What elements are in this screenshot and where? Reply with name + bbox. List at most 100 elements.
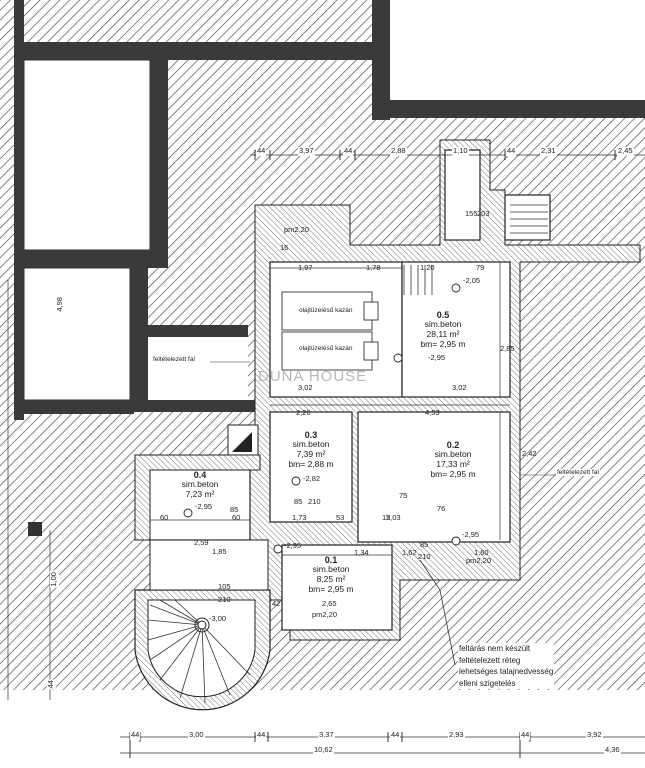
level-label: -3,00	[209, 614, 227, 623]
stair-steps-top	[403, 204, 548, 295]
room-height: bm= 2,95 m	[430, 468, 476, 479]
dimension-label: 1,97	[298, 263, 313, 272]
level-label: -2,05	[463, 276, 481, 285]
dimension-label: 44	[506, 146, 517, 156]
dimension-label: 3,37	[318, 730, 335, 740]
room-01-label: 0.1 sim.beton 8,25 m² bm= 2,95 m	[296, 555, 366, 595]
bottom-margin	[0, 690, 645, 768]
dimension-label: 44	[130, 730, 141, 740]
dimension-label: 2,26	[296, 408, 311, 417]
dimension-label: 53	[336, 513, 345, 522]
dimension-label: 76	[437, 504, 446, 513]
level-symbols	[183, 283, 461, 630]
pm-marker: pm2,20	[312, 610, 338, 619]
dimension-label: 44	[520, 730, 531, 740]
dimension-label: 1,60	[474, 548, 489, 557]
room-number: 0.1	[324, 555, 338, 565]
room-height: bm= 2,95 m	[420, 338, 466, 349]
room-05-label: 0.5 sim.beton 28,11 m² bm= 2,95 m	[408, 310, 478, 350]
triangle-marker	[232, 432, 252, 452]
spiral-stair	[134, 539, 271, 711]
dimension-label: 1,78	[366, 263, 381, 272]
dimension-label: 15	[382, 513, 391, 522]
upper-existing-walls	[14, 0, 645, 420]
dimension-label: 2,45	[617, 146, 634, 156]
note-line: elleni szigetelés	[459, 678, 516, 688]
dimension-label: 2,88	[390, 146, 407, 156]
room-number: 0.3	[304, 430, 318, 440]
dimension-label: 10,62	[313, 745, 334, 755]
dimension-label: 2,42	[522, 449, 537, 458]
room-floor: sim.beton	[434, 449, 472, 460]
boiler-label: olajtüzelésű kazán	[298, 345, 354, 353]
room-area: 8,25 m²	[316, 574, 346, 585]
dimension-label: 1,73	[292, 513, 307, 522]
room-number: 0.2	[446, 440, 460, 450]
room-floor: sim.beton	[312, 564, 350, 575]
dimension-label: 105	[218, 582, 231, 591]
note-line: feltárás nem készült	[459, 644, 531, 653]
dimension-label: 2,31	[540, 146, 557, 156]
pm-marker: pm2,20	[284, 225, 310, 234]
room-number: 0.5	[436, 310, 450, 320]
dimension-label: 3,97	[298, 146, 315, 156]
dimension-label: 3,00	[188, 730, 205, 740]
boiler-label: olajtüzelésű kazán	[298, 307, 354, 315]
room-04-label: 0.4 sim.beton 7,23 m²	[165, 470, 235, 500]
dimension-label: 3,02	[452, 383, 467, 392]
dimension-label: 42	[272, 599, 281, 608]
dimension-label: 44	[256, 146, 267, 156]
dimension-label: 44	[256, 730, 267, 740]
room-area: 7,23 m²	[185, 489, 215, 500]
watermark: DUNA HOUSE	[258, 368, 368, 385]
dimension-label: 1,34	[354, 548, 369, 557]
dimension-label: 85	[230, 505, 239, 514]
level-label: -2,95	[284, 541, 302, 550]
pm-marker: pm2,20	[466, 556, 492, 565]
room-floor: sim.beton	[424, 319, 462, 330]
dimension-label: 79	[476, 263, 485, 272]
dimension-label: 4,36	[604, 745, 621, 755]
room-area: 7,39 m²	[296, 449, 326, 460]
dimension-label: 85	[420, 540, 429, 549]
dimension-label: 60	[160, 513, 169, 522]
dimension-label: 210	[218, 595, 231, 604]
dimension-label: 2,93	[448, 730, 465, 740]
room-floor: sim.beton	[181, 479, 219, 490]
dimension-lines	[7, 154, 645, 754]
soil-lower-left	[0, 640, 110, 690]
room-height: bm= 2,88 m	[288, 458, 334, 469]
dimension-label: 1,85	[212, 547, 227, 556]
dimension-label: 203	[477, 209, 490, 218]
dimension-label: 2,65	[322, 599, 337, 608]
dimension-label: 1,62	[402, 548, 417, 557]
room-03-label: 0.3 sim.beton 7,39 m² bm= 2,88 m	[276, 430, 346, 470]
dimension-label: 1,20	[420, 263, 435, 272]
note-leader	[419, 559, 456, 666]
dimension-label: 210	[418, 552, 431, 561]
room-area: 28,11 m²	[426, 329, 460, 340]
dimension-label: 1,00	[48, 571, 59, 588]
dimension-label: 75	[399, 491, 408, 500]
exploration-note: feltárás nem készült feltételezett réteg…	[458, 643, 555, 690]
dimension-label: 4,98	[54, 296, 65, 313]
dimension-label: 60	[232, 513, 241, 522]
room-height: bm= 2,95 m	[308, 583, 354, 594]
dimension-label: 44	[343, 146, 354, 156]
dimension-label: 2,03	[386, 513, 401, 522]
dimension-label: 1,10	[452, 146, 469, 156]
dimension-label: 44	[390, 730, 401, 740]
room-void-outlines	[23, 59, 151, 401]
dimension-label: 85	[294, 497, 303, 506]
dimension-label: 3,92	[586, 730, 603, 740]
pillar-square	[28, 522, 42, 536]
dimension-label: 44	[45, 679, 56, 690]
dimension-label: 2,85	[500, 344, 515, 353]
room-floor: sim.beton	[292, 439, 330, 450]
level-label: -2,95	[428, 353, 446, 362]
dimension-label: 210	[308, 497, 321, 506]
room-number: 0.4	[193, 470, 207, 480]
dimension-label: 2,59	[194, 538, 209, 547]
dimension-label: 16	[280, 243, 289, 252]
level-label: -2,95	[462, 530, 480, 539]
